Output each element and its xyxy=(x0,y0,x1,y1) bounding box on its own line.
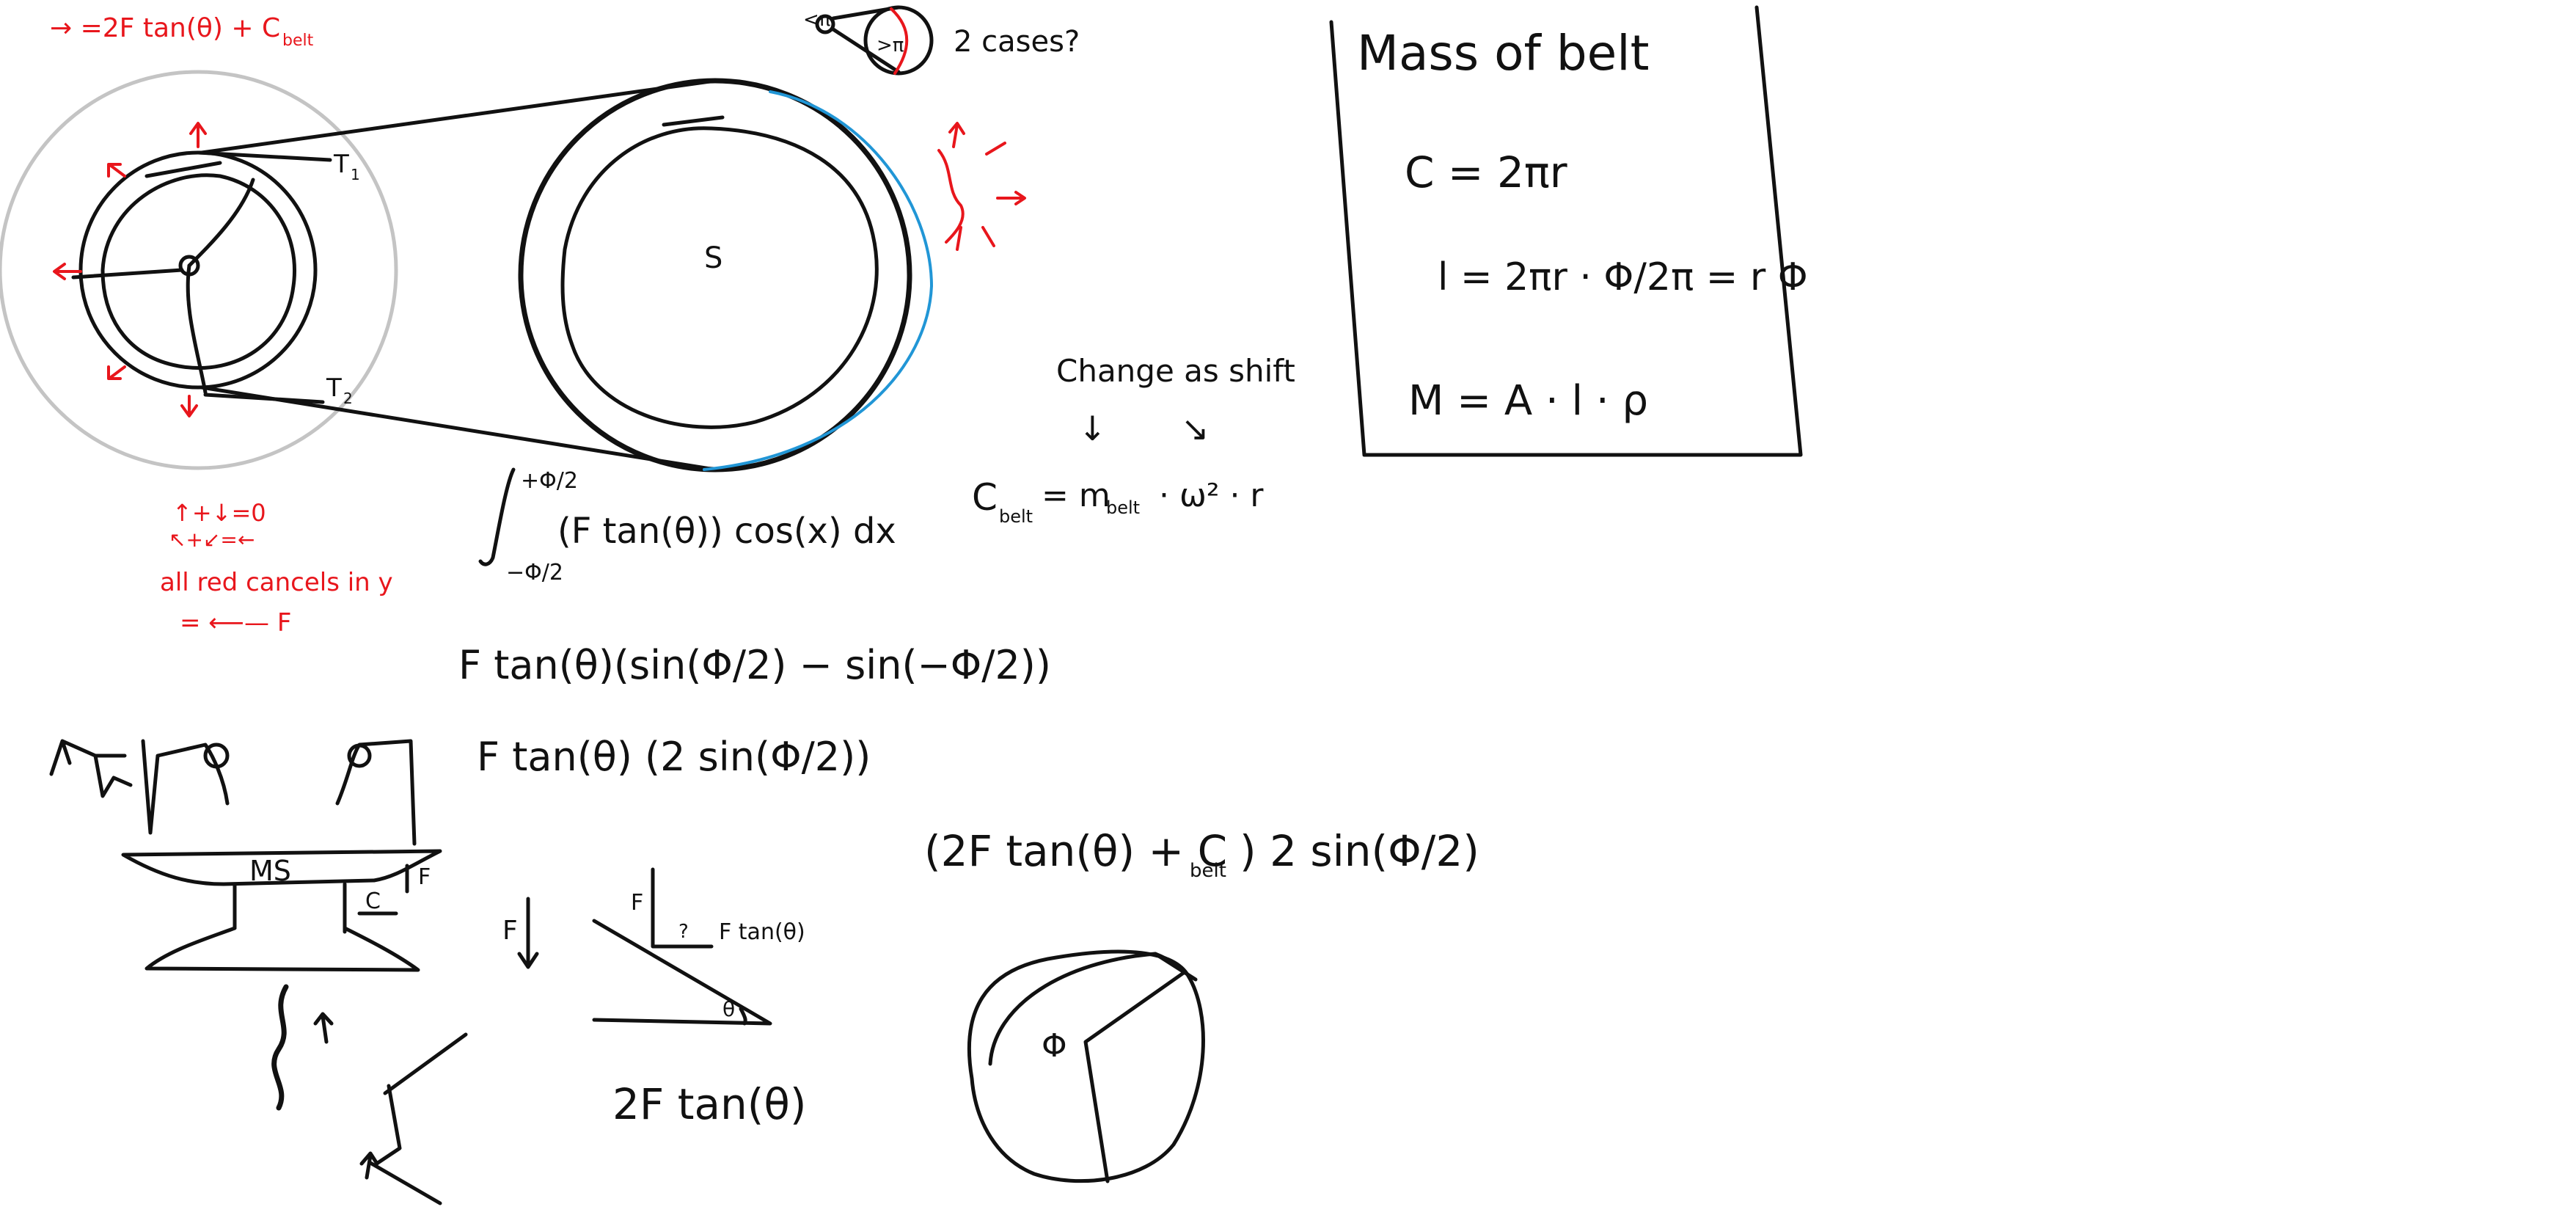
force-triangle: F F ? F tan(θ) θ 2F tan(θ) xyxy=(502,867,806,1129)
small-pulley-spoke-1 xyxy=(187,178,255,268)
small-pulley-inner xyxy=(100,173,296,370)
ms-label: MS xyxy=(249,855,291,887)
tension-t2-sub: 2 xyxy=(343,390,353,407)
c-belt-rhs: = m xyxy=(1042,477,1110,514)
top-red-formula-sub: belt xyxy=(282,32,314,50)
red-arrows-line-2: ↖+↙=← xyxy=(169,528,255,552)
expansion-steps: F tan(θ)(sin(Φ/2) − sin(−Φ/2)) F tan(θ) … xyxy=(458,642,1051,780)
red-force-arrows xyxy=(53,122,1026,417)
red-cancel-text: all red cancels in y xyxy=(160,568,393,597)
red-cancel-notes: ↑+↓=0 ↖+↙=← all red cancels in y = ⟵— F xyxy=(160,499,393,638)
small-pi-label: <π xyxy=(803,9,830,31)
ms-clamp-diagram: MS C F xyxy=(49,739,468,1205)
red-result: = ⟵— F xyxy=(180,608,291,638)
tension-t1-sub: 1 xyxy=(351,166,360,183)
mass-of-belt-title: Mass of belt xyxy=(1357,25,1649,81)
mass-of-belt-box: Mass of belt C = 2πr l = 2πr · Φ/2π = r … xyxy=(1329,5,1808,457)
final-expr-tail: ) 2 sin(Φ/2) xyxy=(1240,826,1479,876)
change-arrow-2: ↘ xyxy=(1181,409,1210,448)
tension-t2-arrow xyxy=(203,393,325,404)
triangle-f-left: F xyxy=(502,916,518,946)
c-belt-symbol: C xyxy=(972,476,998,519)
mass-eq-circumference: C = 2πr xyxy=(1405,147,1567,197)
tension-t2-label: T xyxy=(326,373,342,403)
small-pulley-spoke-3 xyxy=(71,268,184,280)
shifted-belt-blue xyxy=(703,90,934,471)
force-f-small: F xyxy=(418,864,431,890)
force-c-label: C xyxy=(365,889,381,914)
tension-t1-label: T xyxy=(333,150,349,179)
final-expression: (2F tan(θ) + C belt ) 2 sin(Φ/2) xyxy=(924,826,1479,882)
large-pulley-label: S xyxy=(704,241,722,275)
expand-line-2: F tan(θ) (2 sin(Φ/2)) xyxy=(477,734,871,780)
mass-eq-mass: M = A · l · ρ xyxy=(1408,377,1648,425)
change-as-shift-note: Change as shift ↓ ↘ C belt = m belt · ω²… xyxy=(972,353,1295,527)
large-pi-label: >π xyxy=(877,34,904,56)
c-belt-rhs-sub: belt xyxy=(1106,497,1140,518)
red-arrows-line-1: ↑+↓=0 xyxy=(172,499,266,527)
belt-top-span xyxy=(200,79,717,155)
large-pulley-inner xyxy=(560,126,879,429)
two-cases-label: 2 cases? xyxy=(954,25,1080,59)
integral-upper: +Φ/2 xyxy=(521,468,578,494)
two-f-tan: 2F tan(θ) xyxy=(612,1079,806,1129)
integral-lower: −Φ/2 xyxy=(506,560,563,585)
c-belt-subscript: belt xyxy=(999,506,1033,527)
top-red-formula: → =2F tan(θ) + C belt xyxy=(50,13,314,50)
top-red-formula-text: → =2F tan(θ) + C xyxy=(50,13,280,43)
small-pulley-arrow xyxy=(144,161,222,178)
integral-expression: +Φ/2 −Φ/2 (F tan(θ)) cos(x) dx xyxy=(478,467,896,585)
change-arrow-1: ↓ xyxy=(1078,409,1107,448)
large-pulley-arrow xyxy=(662,115,725,127)
mass-eq-length: l = 2πr · Φ/2π = r Φ xyxy=(1438,255,1808,299)
change-as-shift-label: Change as shift xyxy=(1056,353,1295,389)
triangle-ftan: F tan(θ) xyxy=(719,919,805,945)
spring xyxy=(271,984,289,1111)
belt-pulley-diagram: S T 1 T 2 xyxy=(0,70,1026,472)
final-expr-sub: belt xyxy=(1190,860,1226,882)
triangle-theta: θ xyxy=(722,997,735,1021)
tension-t1-arrow xyxy=(196,150,332,162)
c-belt-rhs-tail: · ω² · r xyxy=(1159,477,1264,514)
belt-cases-sketch: <π >π 2 cases? xyxy=(803,5,1080,76)
final-expr: (2F tan(θ) + C xyxy=(924,826,1227,876)
mass-box-border xyxy=(1329,5,1803,457)
sweep-circle xyxy=(0,70,398,470)
phi-label: Φ xyxy=(1042,1027,1067,1065)
triangle-q: ? xyxy=(678,921,689,943)
triangle-f: F xyxy=(631,890,643,916)
large-pulley-outer xyxy=(518,78,912,472)
phi-sector-diagram: Φ xyxy=(967,949,1205,1183)
small-pulley-spoke-2 xyxy=(186,263,208,395)
integral-body: (F tan(θ)) cos(x) dx xyxy=(557,511,896,552)
expand-line-1: F tan(θ)(sin(Φ/2) − sin(−Φ/2)) xyxy=(458,642,1051,688)
